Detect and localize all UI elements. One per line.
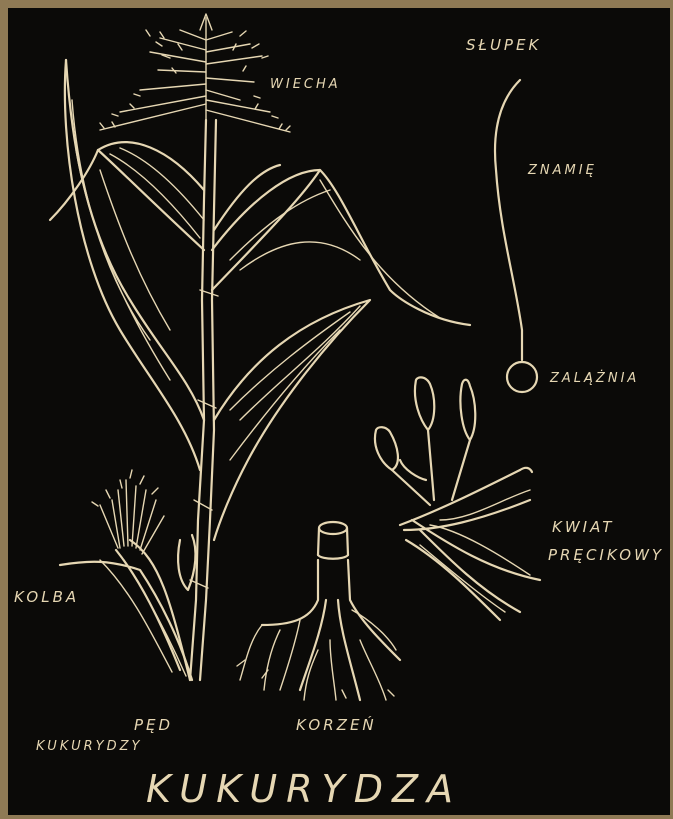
label-wiecha: WIECHA — [270, 77, 341, 92]
pistil-drawing — [495, 80, 537, 392]
maize-plant — [50, 14, 470, 680]
label-zalaznia: ZALĄŻNIA — [549, 370, 639, 386]
label-precikowy: PRĘCIKOWY — [548, 546, 664, 564]
label-ped: PĘD — [134, 716, 173, 734]
title: KUKURYDZA — [146, 767, 462, 811]
label-kolba: KOLBA — [14, 588, 79, 606]
label-slupek: SŁUPEK — [466, 36, 541, 54]
label-znamie: ZNAMIĘ — [527, 163, 597, 178]
ear-drawing — [60, 470, 195, 680]
label-korzen: KORZEŃ — [296, 715, 377, 734]
label-kwiat: KWIAT — [552, 518, 614, 536]
label-kukurydzy: KUKURYDZY — [36, 739, 142, 754]
root-drawing — [237, 522, 400, 700]
staminate-flower-drawing — [375, 377, 540, 620]
tassel-drawing — [100, 14, 290, 132]
